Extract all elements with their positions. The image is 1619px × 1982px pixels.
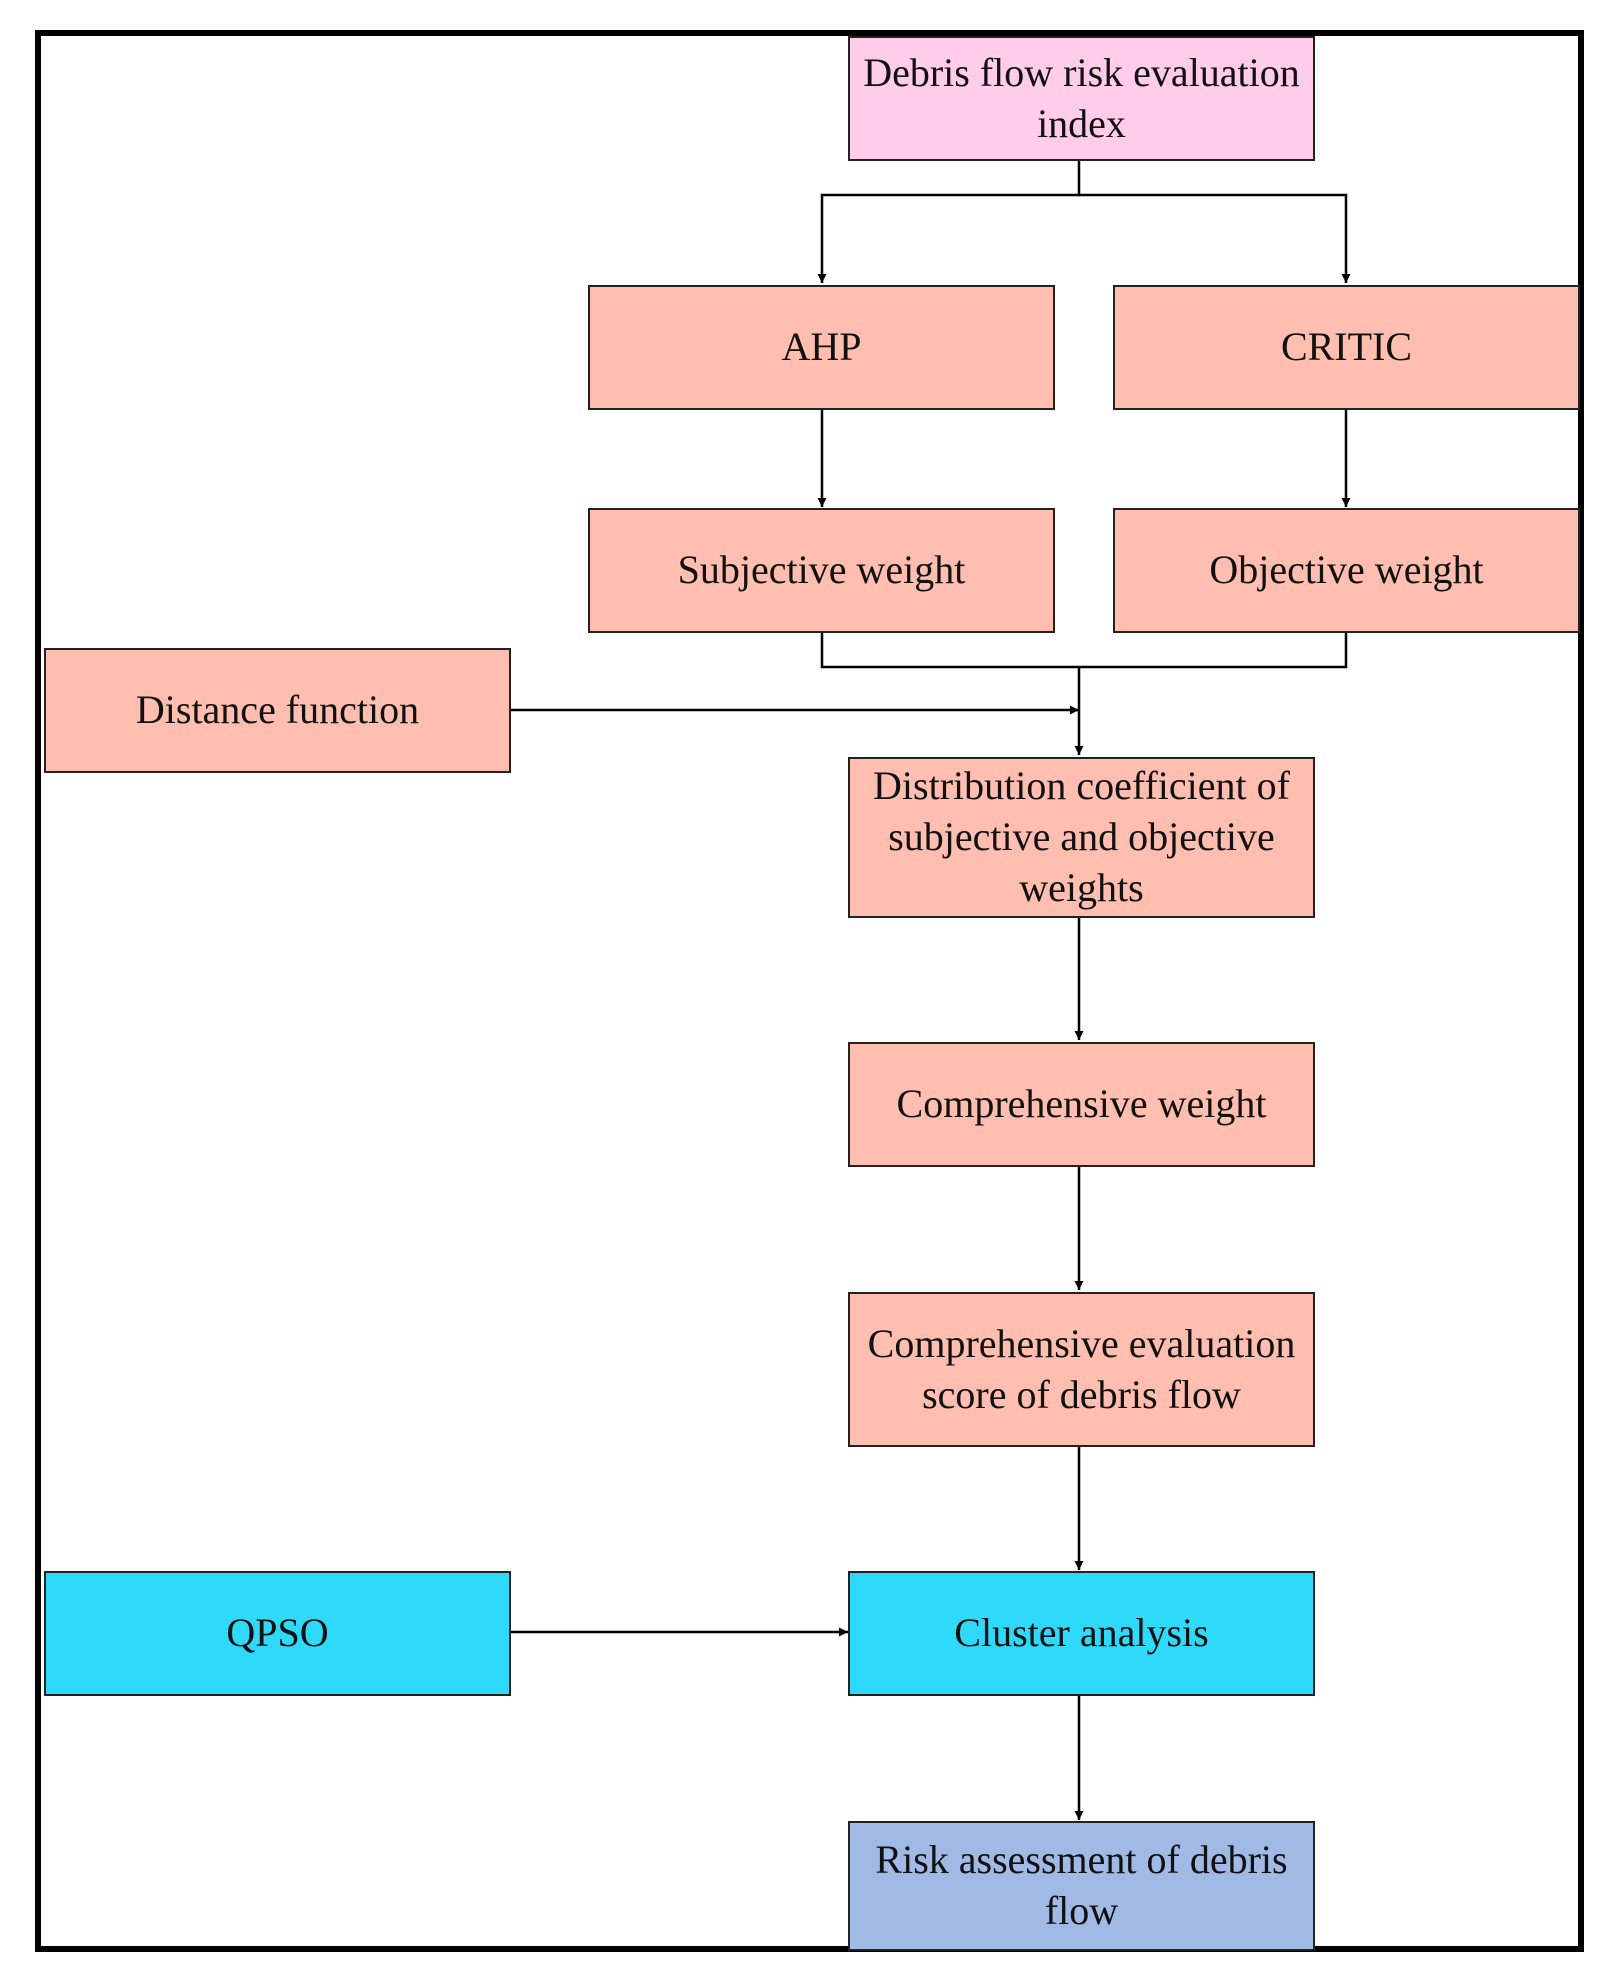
node-comprehensive-evaluation-score: Comprehensive evaluation score of debris… xyxy=(848,1292,1315,1447)
node-objective-weight: Objective weight xyxy=(1113,508,1580,633)
diagram-frame xyxy=(35,30,1584,1952)
node-qpso: QPSO xyxy=(44,1571,511,1696)
node-comprehensive-weight: Comprehensive weight xyxy=(848,1042,1315,1167)
node-cluster-analysis: Cluster analysis xyxy=(848,1571,1315,1696)
node-subjective-weight: Subjective weight xyxy=(588,508,1055,633)
edge-index-to-ahp xyxy=(817,160,1081,283)
node-ahp: AHP xyxy=(588,285,1055,410)
node-distance-function: Distance function xyxy=(44,648,511,773)
node-risk-evaluation-index: Debris flow risk evaluation index xyxy=(848,36,1315,161)
node-risk-assessment: Risk assessment of debris flow xyxy=(848,1821,1315,1951)
edge-weights-merge xyxy=(820,633,1348,669)
edge-index-to-critic xyxy=(1079,193,1351,283)
node-distribution-coefficient: Distribution coefficient of subjective a… xyxy=(848,757,1315,918)
node-critic: CRITIC xyxy=(1113,285,1580,410)
